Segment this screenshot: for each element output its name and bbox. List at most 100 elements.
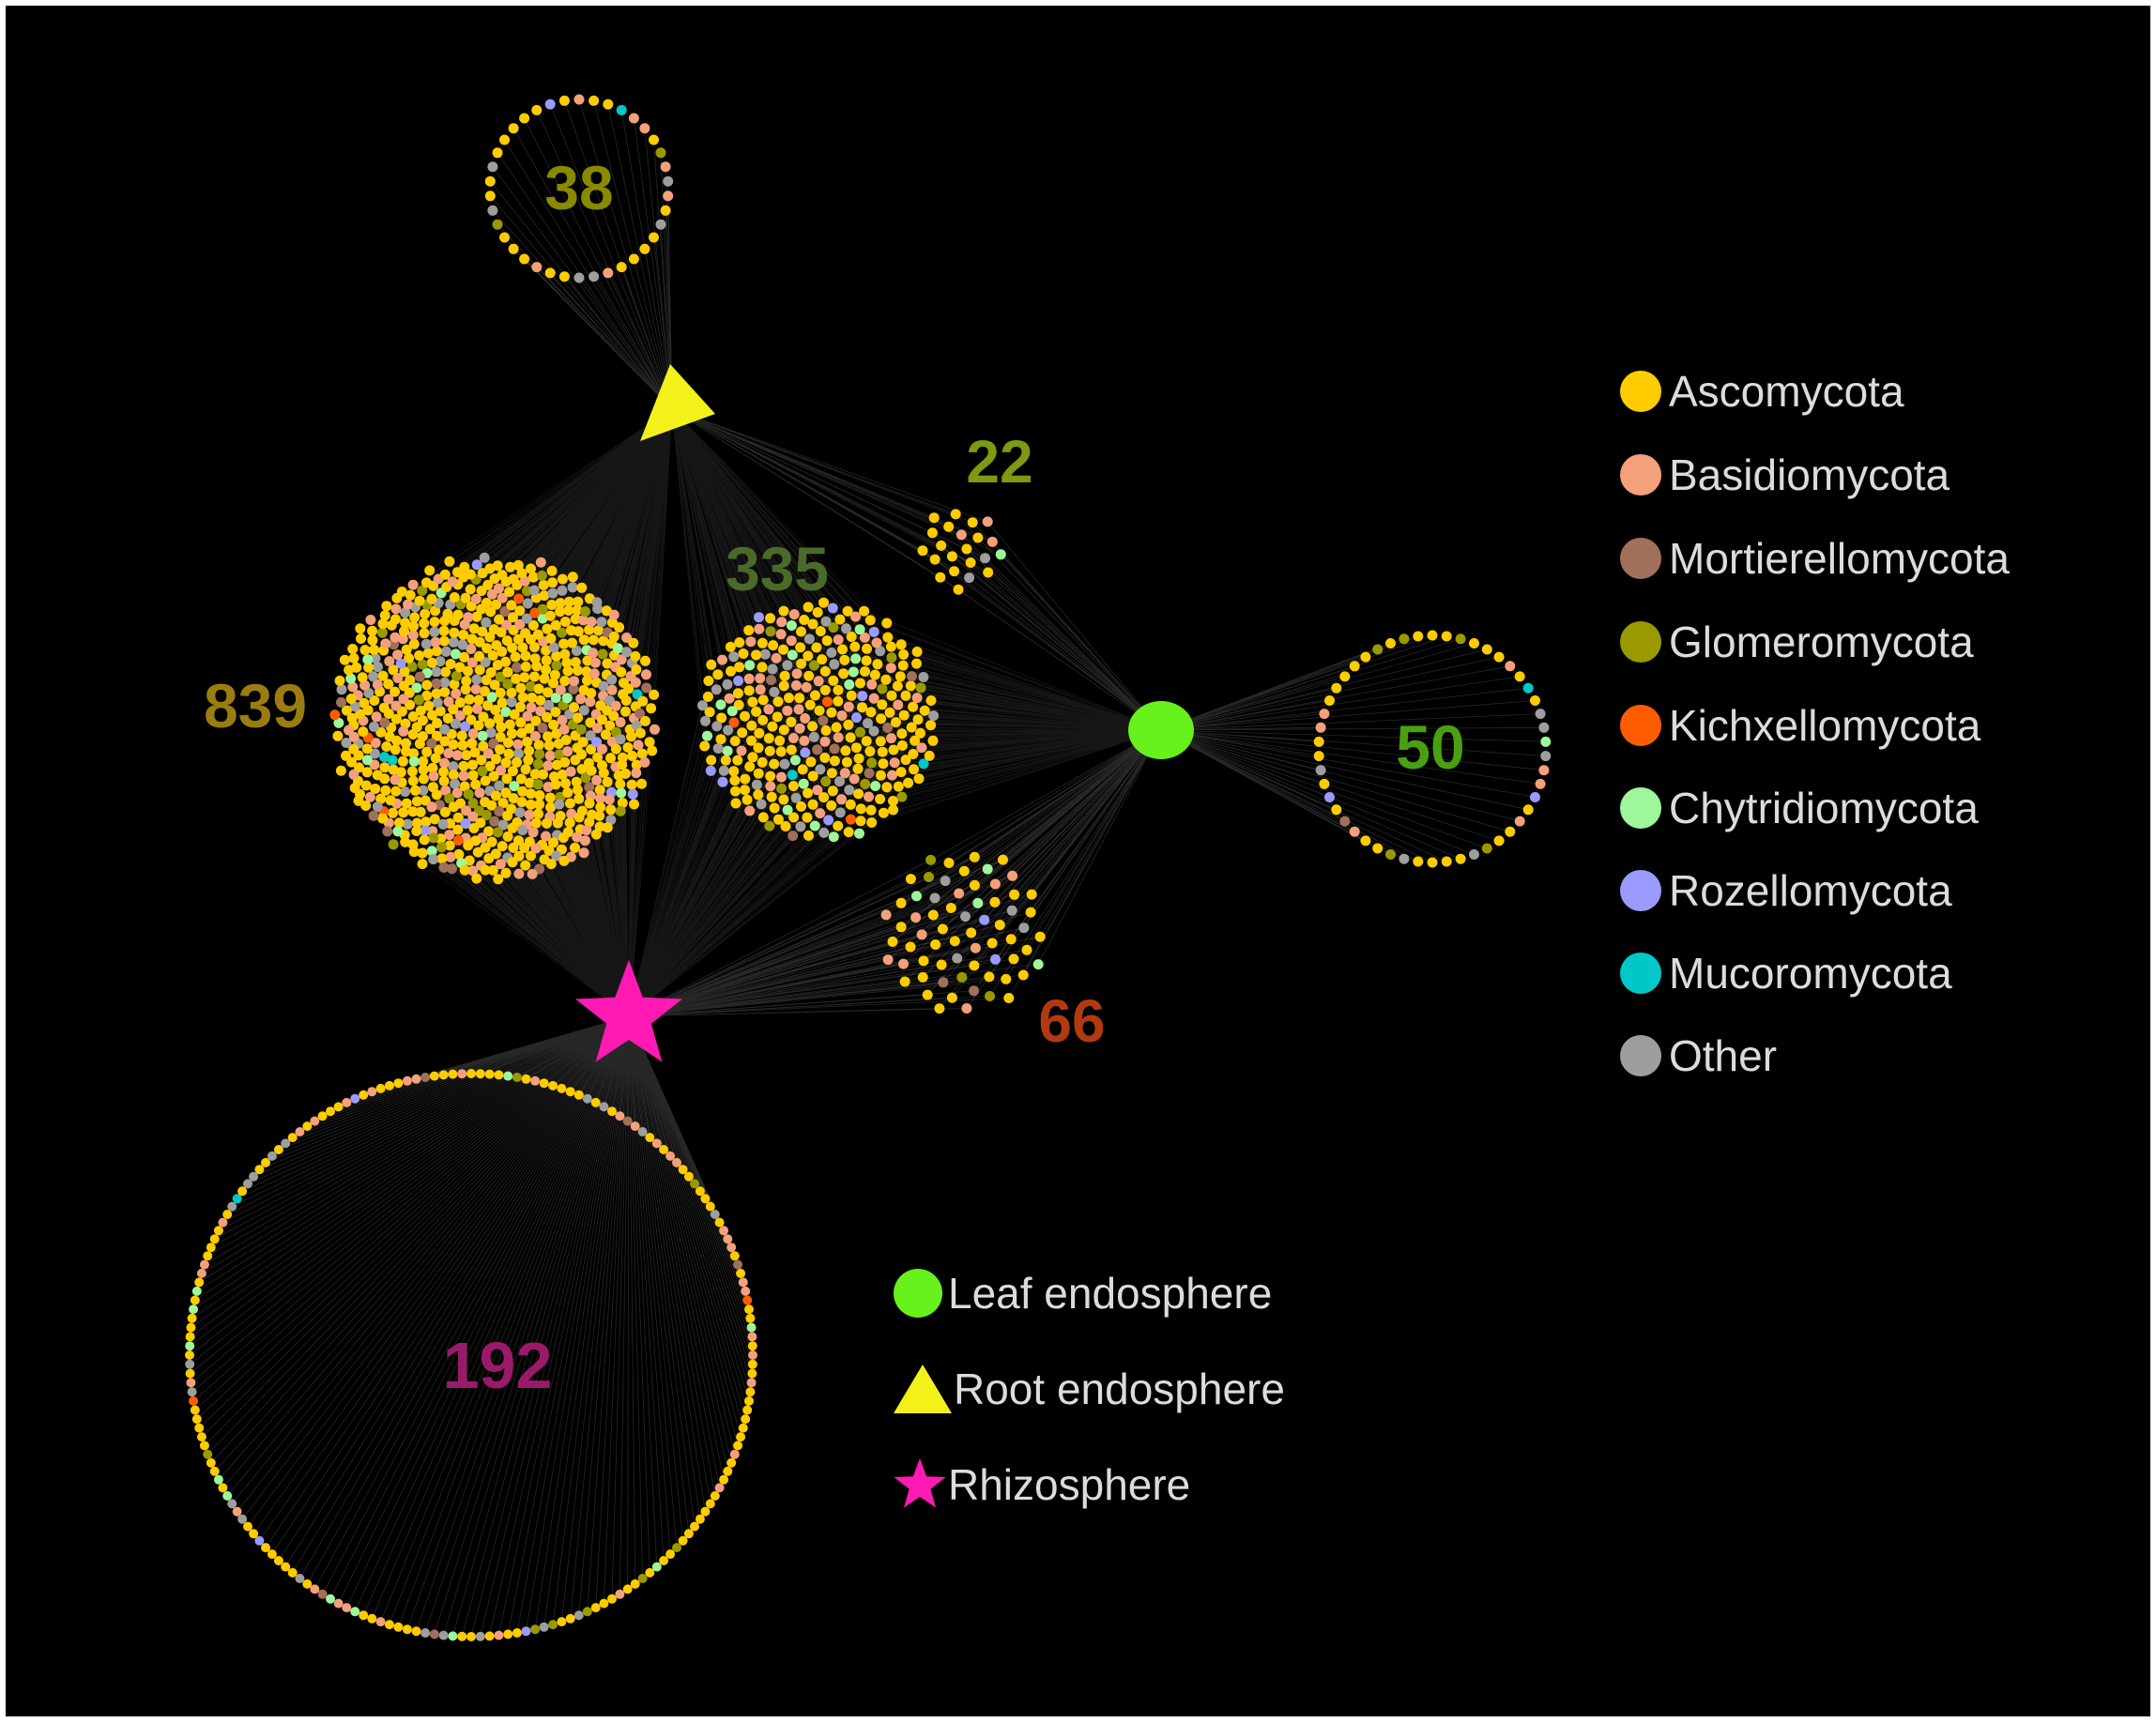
edge-bundle-leaf-only-leaf — [1160, 634, 1546, 863]
otu-node — [419, 628, 430, 639]
otu-node — [359, 1610, 369, 1621]
otu-node — [189, 1304, 198, 1315]
cluster-root-leaf — [917, 509, 1006, 595]
otu-node — [536, 570, 547, 581]
otu-node — [507, 766, 518, 777]
otu-node — [423, 700, 435, 711]
otu-node — [767, 721, 778, 732]
otu-node — [390, 774, 401, 785]
otu-node — [747, 1341, 757, 1351]
otu-node — [578, 615, 589, 626]
otu-node — [776, 617, 787, 628]
otu-node — [586, 744, 597, 755]
otu-node — [369, 721, 379, 732]
otu-node — [695, 1186, 705, 1197]
otu-node — [573, 793, 585, 804]
otu-node — [548, 771, 559, 783]
otu-node — [431, 646, 442, 657]
otu-node — [946, 551, 957, 562]
otu-node — [808, 660, 819, 671]
otu-node — [833, 732, 844, 743]
otu-node — [888, 744, 899, 755]
otu-node — [466, 714, 477, 725]
otu-node — [484, 761, 496, 771]
otu-node — [736, 1268, 746, 1278]
otu-node — [519, 113, 530, 124]
otu-node — [310, 1584, 320, 1594]
otu-node — [468, 823, 480, 833]
otu-node — [572, 665, 583, 676]
otu-node — [517, 785, 528, 797]
circle-icon — [1620, 870, 1661, 911]
otu-node — [1481, 843, 1492, 854]
otu-node — [190, 1405, 200, 1415]
otu-node — [928, 710, 940, 722]
otu-node — [815, 808, 826, 819]
otu-node — [557, 1083, 567, 1093]
otu-node — [573, 712, 584, 724]
otu-node — [491, 754, 502, 765]
otu-node — [432, 697, 443, 709]
otu-node — [833, 684, 844, 695]
otu-node — [501, 635, 512, 647]
otu-node — [333, 1598, 344, 1609]
otu-node — [580, 606, 590, 618]
root-endosphere-hub — [640, 364, 715, 441]
otu-node — [443, 696, 454, 708]
otu-node — [267, 1151, 277, 1161]
otu-node — [888, 796, 898, 806]
otu-node — [534, 790, 545, 801]
otu-node — [1349, 661, 1360, 672]
otu-node — [598, 768, 609, 779]
otu-node — [647, 745, 658, 756]
otu-node — [812, 785, 823, 796]
otu-node — [723, 1466, 733, 1476]
otu-node — [402, 818, 413, 830]
legend-item-basidiomycota: Basidiomycota — [1620, 450, 1950, 500]
otu-node — [585, 730, 596, 741]
otu-node — [463, 665, 473, 677]
otu-node — [485, 727, 497, 739]
otu-node — [199, 1441, 209, 1451]
otu-node — [605, 804, 617, 816]
otu-node — [390, 785, 402, 797]
otu-node — [659, 1556, 669, 1565]
otu-node — [738, 648, 749, 659]
otu-node — [746, 1378, 757, 1388]
circle-icon — [1620, 371, 1661, 412]
otu-node — [501, 619, 512, 631]
otu-node — [729, 736, 741, 747]
otu-node — [728, 651, 740, 663]
otu-node — [429, 1071, 439, 1081]
otu-node — [905, 874, 916, 885]
otu-node — [558, 95, 570, 106]
otu-node — [507, 728, 517, 740]
otu-node — [431, 678, 442, 689]
otu-node — [771, 652, 782, 663]
otu-node — [559, 617, 571, 627]
otu-node — [492, 660, 503, 671]
otu-node — [774, 735, 786, 746]
otu-node — [769, 686, 780, 697]
otu-node — [401, 746, 412, 757]
otu-node — [928, 512, 940, 524]
otu-node — [839, 768, 850, 779]
otu-node — [857, 691, 868, 702]
otu-node — [500, 787, 512, 799]
otu-node — [946, 992, 957, 1003]
otu-node — [818, 715, 829, 726]
otu-node — [866, 679, 878, 690]
otu-node — [980, 553, 990, 564]
otu-node — [862, 643, 872, 654]
otu-node — [459, 561, 470, 572]
otu-node — [480, 775, 491, 786]
otu-node — [185, 1350, 194, 1360]
edges-leaf-only — [1160, 634, 1546, 863]
otu-node — [467, 798, 479, 809]
otu-node — [554, 799, 565, 810]
otu-node — [551, 759, 562, 770]
otu-node — [514, 618, 526, 630]
otu-node — [459, 864, 470, 876]
otu-node — [1535, 709, 1546, 720]
otu-node — [827, 785, 838, 797]
